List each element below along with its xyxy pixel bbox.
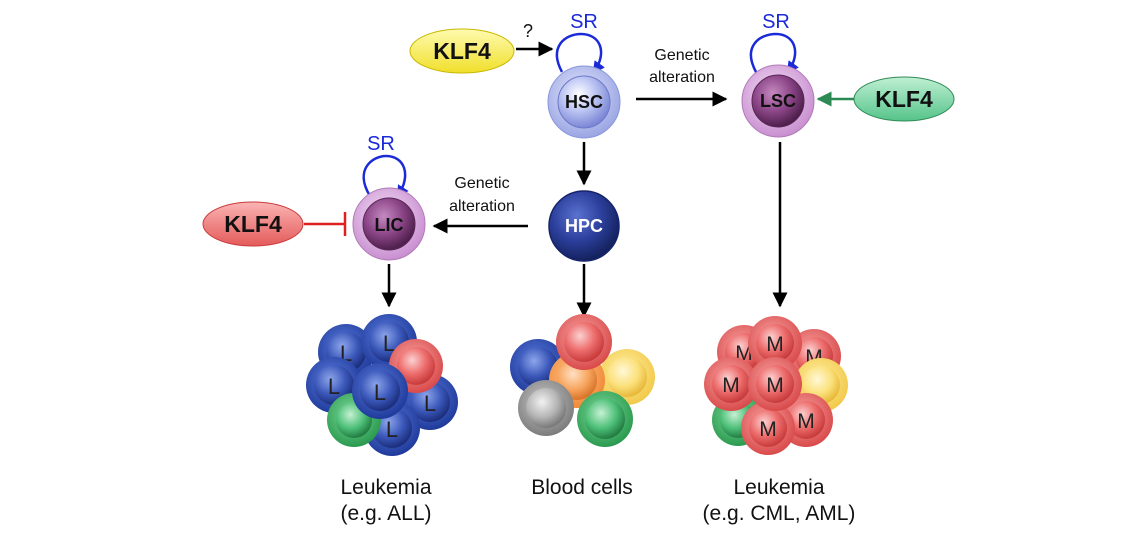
caption-aml-line2: (e.g. CML, AML) <box>703 502 856 525</box>
caption-aml-line1: Leukemia <box>733 476 824 499</box>
hsc-sr-loop <box>555 32 605 75</box>
blood-yellow-cell <box>599 349 655 405</box>
aml-cell-letter: M <box>766 333 784 356</box>
klf4-yellow-label: KLF4 <box>433 38 491 64</box>
all-cell-letter: L <box>374 380 386 405</box>
blood-red-cell <box>556 314 612 370</box>
caption-all-line1: Leukemia <box>340 476 431 499</box>
klf4-inhibits-lic <box>304 212 347 236</box>
genetic-alteration-top-line2: alteration <box>649 69 715 86</box>
klf4-red-node: KLF4 <box>202 201 304 247</box>
hpc-label: HPC <box>565 216 603 236</box>
caption-blood-cells: Blood cells <box>531 476 633 499</box>
aml-red-cell: M <box>741 401 795 455</box>
caption-all-line2: (e.g. ALL) <box>340 502 431 525</box>
all-blue-cell: L <box>352 363 408 419</box>
hpc-cell: HPC <box>548 190 620 262</box>
hsc-cell: HSC <box>547 65 621 139</box>
lic-sr-label: SR <box>367 133 395 155</box>
all-cell-letter: L <box>383 331 395 356</box>
aml-red-cell: M <box>748 357 802 411</box>
hsc-sr-label: SR <box>570 11 598 33</box>
lsc-label: LSC <box>760 91 796 111</box>
lic-sr-loop <box>362 154 409 199</box>
lsc-sr-loop <box>749 32 799 75</box>
lic-label: LIC <box>375 215 404 235</box>
aml-cell-letter: M <box>759 418 777 441</box>
genetic-alteration-mid-line1: Genetic <box>454 175 509 192</box>
aml-red-cell: M <box>748 316 802 370</box>
blood-cells-cluster <box>510 314 655 447</box>
lic-cell: LIC <box>352 187 426 261</box>
genetic-alteration-top-line1: Genetic <box>654 47 709 64</box>
blood-green-cell <box>577 391 633 447</box>
all-cell-letter: L <box>328 374 340 399</box>
lsc-sr-label: SR <box>762 11 790 33</box>
klf4-green-label: KLF4 <box>875 86 933 112</box>
question-mark: ? <box>523 21 533 41</box>
aml-cell-letter: M <box>766 374 784 397</box>
klf4-yellow-node: KLF4 <box>409 28 515 74</box>
all-cell-letter: L <box>386 417 398 442</box>
all-cell-letter: L <box>424 391 436 416</box>
all-leukemia-cluster: L L L L L L <box>306 314 458 456</box>
lsc-cell: LSC <box>741 64 815 138</box>
aml-cell-letter: M <box>797 410 815 433</box>
genetic-alteration-mid-line2: alteration <box>449 198 515 215</box>
blood-gray-cell <box>518 380 574 436</box>
aml-red-cell: M <box>704 357 758 411</box>
klf4-green-node: KLF4 <box>853 76 955 122</box>
aml-cell-letter: M <box>722 374 740 397</box>
klf4-red-label: KLF4 <box>224 211 282 237</box>
aml-leukemia-cluster: M M M M M M M <box>704 316 848 455</box>
hsc-label: HSC <box>565 92 603 112</box>
